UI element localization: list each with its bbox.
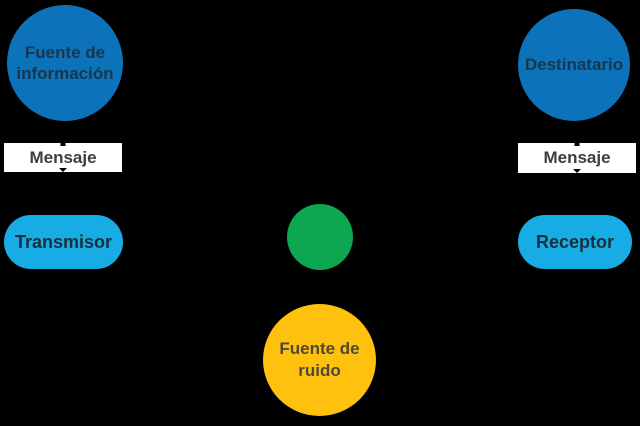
node-receptor-label: Receptor — [535, 231, 615, 252]
node-receptor: Receptor — [518, 215, 632, 269]
arrowhead-mark — [574, 143, 580, 146]
arrowhead-mark — [59, 168, 67, 172]
arrowhead-mark — [573, 169, 581, 173]
node-fuente-ruido-label: Fuente de ruido — [279, 338, 360, 380]
node-senal — [287, 204, 353, 270]
node-destinatario: Destinatario — [518, 9, 630, 121]
node-fuente-informacion: Fuente de información — [7, 5, 123, 121]
arrowhead-mark — [60, 143, 66, 146]
node-fuente-informacion-label: Fuente de información — [16, 42, 114, 83]
node-mensaje-left-label: Mensaje — [29, 147, 97, 167]
node-transmisor-label: Transmisor — [14, 231, 113, 252]
node-mensaje-right: Mensaje — [518, 143, 636, 173]
node-transmisor: Transmisor — [4, 215, 123, 269]
node-destinatario-label: Destinatario — [524, 55, 624, 75]
node-fuente-ruido: Fuente de ruido — [263, 304, 376, 416]
node-mensaje-left: Mensaje — [4, 143, 122, 172]
node-mensaje-right-label: Mensaje — [543, 148, 611, 167]
